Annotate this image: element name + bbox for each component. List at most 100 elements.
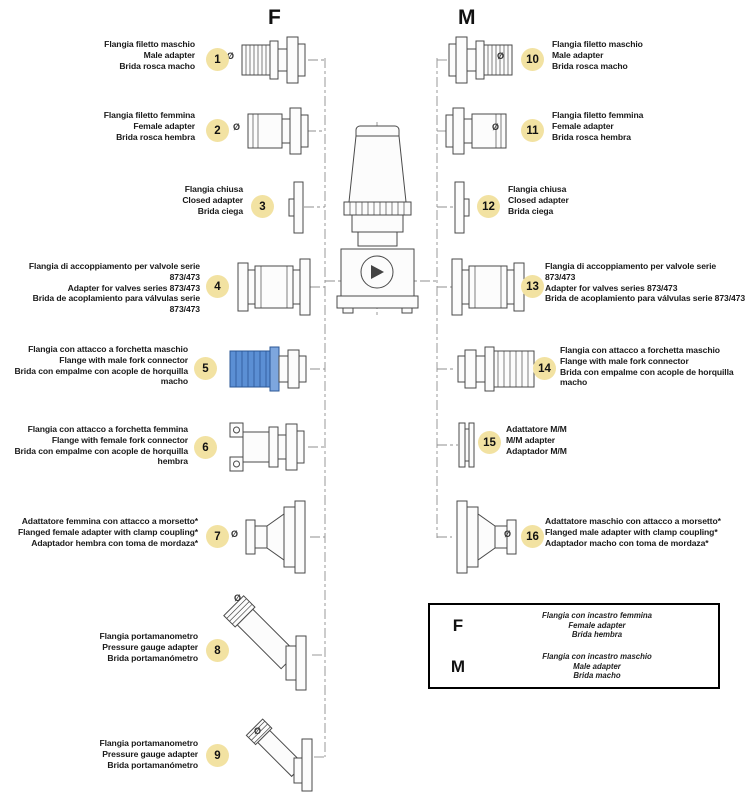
legend-m-it: Flangia con incastro maschio [542,651,652,661]
item-4-drawing-valve-coupling-flange [236,256,312,318]
desc-line-it: Flangia portamanometro [99,631,198,641]
item-8-description: Flangia portamanometro Pressure gauge ad… [85,631,198,663]
desc-line-en: Adapter for valves series 873/473 [67,282,200,293]
item-12-drawing-closed-adapter [452,180,472,235]
desc-line-it: Adattatore femmina con attacco a morsett… [21,516,198,526]
item-11-diameter-label: Ø [492,122,500,132]
item-1-diameter-label: Ø [227,51,235,61]
legend-text-f: Flangia con incastro femmina Female adap… [486,611,718,640]
desc-line-it: Adattatore maschio con attacco a morsett… [545,516,721,526]
item-13-description: Flangia di accoppiamento per valvole ser… [545,261,747,304]
item-2-description: Flangia filetto femmina Female adapter B… [30,110,195,142]
item-11-drawing-female-adapter [445,103,508,159]
desc-line-it: Flangia filetto maschio [104,39,195,49]
item-3-number-badge: 3 [251,195,274,218]
item-2-diameter-label: Ø [233,122,241,132]
item-5-number-badge: 5 [194,357,217,380]
item-7-drawing-clamp-female-adapter [244,498,312,576]
item-14-drawing-male-fork-flange [452,344,536,394]
item-9-description: Flangia portamanometro Pressure gauge ad… [85,738,198,770]
valve-drawing [330,122,425,315]
desc-line-it: Flangia filetto femmina [103,110,195,120]
legend-row-f: F Flangia con incastro femmina Female ad… [430,605,718,646]
desc-line-it: Adattatore M/M [506,424,567,434]
item-10-number-badge: 10 [521,48,544,71]
item-8-drawing-pressure-gauge-adapter [220,592,312,692]
item-8-diameter-label: Ø [234,593,242,603]
desc-line-it: Flangia di accoppiamento per valvole ser… [28,261,200,282]
legend-letter-f: F [452,615,464,635]
legend-text-m: Flangia con incastro maschio Male adapte… [486,652,718,681]
item-7-description: Adattatore femmina con attacco a morsett… [8,516,198,548]
desc-line-en: Flanged female adapter with clamp coupli… [17,526,198,537]
legend-box: F Flangia con incastro femmina Female ad… [428,603,720,689]
column-m-header: M [458,6,476,29]
desc-line-it: Flangia filetto femmina [552,110,644,120]
desc-line-en: Adapter for valves series 873/473 [545,282,678,293]
item-16-diameter-label: Ø [504,529,512,539]
item-8-number-badge: 8 [206,639,229,662]
desc-line-en: Female adapter [552,120,614,131]
item-5-description: Flangia con attacco a forchetta maschio … [0,344,188,387]
item-16-number-badge: 16 [521,525,544,548]
desc-line-it: Flangia con attacco a forchetta maschio [560,345,720,355]
desc-line-it: Flangia con attacco a forchetta maschio [28,344,188,354]
valve-logo-icon [371,265,384,279]
legend-f-it: Flangia con incastro femmina [541,610,653,620]
item-12-description: Flangia chiusa Closed adapter Brida cieg… [508,184,658,216]
desc-line-en: Male adapter [552,49,604,60]
item-10-description: Flangia filetto maschio Male adapter Bri… [552,39,722,71]
legend-f-en: Female adapter [568,620,626,630]
desc-line-es: Brida con empalme con acople de horquill… [560,366,734,388]
item-15-description: Adattatore M/M M/M adapter Adaptador M/M [506,424,656,456]
desc-line-en: Flange with female fork connector [51,434,188,445]
desc-line-en: Flange with male fork connector [59,354,188,365]
desc-line-it: Flangia di accoppiamento per valvole ser… [545,261,717,282]
item-16-drawing-clamp-male-adapter [450,498,518,576]
item-9-number-badge: 9 [206,744,229,767]
legend-f-es: Brida hembra [571,630,623,640]
desc-line-es: Brida portamanómetro [107,759,198,770]
desc-line-es: Brida rosca macho [119,60,195,71]
desc-line-es: Brida de acoplamiento para válvulas seri… [545,293,746,304]
desc-line-it: Flangia chiusa [184,184,243,194]
item-9-diameter-label: Ø [254,726,262,736]
desc-line-en: Flanged male adapter with clamp coupling… [545,526,718,537]
item-1-number-badge: 1 [206,48,229,71]
desc-line-es: Brida rosca macho [552,60,628,71]
desc-line-en: M/M adapter [506,434,556,445]
desc-line-es: Brida rosca hembra [116,131,195,142]
desc-line-en: Closed adapter [508,194,569,205]
item-6-drawing-female-fork-flange [228,418,310,476]
desc-line-es: Adaptador hembra con toma de mordaza* [31,537,198,548]
item-3-drawing-closed-adapter [286,180,306,235]
desc-line-it: Flangia chiusa [508,184,567,194]
item-2-drawing-female-adapter [246,103,309,159]
item-10-drawing-male-adapter [444,32,514,88]
legend-letter-m: M [450,656,466,676]
desc-line-es: Brida ciega [197,205,243,216]
desc-line-it: Flangia filetto maschio [552,39,643,49]
item-14-number-badge: 14 [533,357,556,380]
desc-line-it: Flangia con attacco a forchetta femmina [27,424,188,434]
desc-line-en: Male adapter [143,49,195,60]
column-f-header: F [268,6,281,29]
desc-line-es: Brida portamanómetro [107,652,198,663]
item-10-diameter-label: Ø [497,51,505,61]
legend-row-m: M Flangia con incastro maschio Male adap… [430,646,718,687]
item-2-number-badge: 2 [206,119,229,142]
desc-line-es: Brida de acoplamiento para válvulas seri… [32,293,200,315]
item-13-drawing-valve-coupling-flange [450,256,526,318]
desc-line-es: Brida con empalme con acople de horquill… [14,365,188,387]
desc-line-es: Adaptador macho con toma de mordaza* [545,537,709,548]
item-15-drawing-mm-adapter [456,420,476,470]
item-14-description: Flangia con attacco a forchetta maschio … [560,345,748,388]
item-15-number-badge: 15 [478,431,501,454]
desc-line-es: Brida rosca hembra [552,131,631,142]
legend-m-es: Brida macho [573,671,621,681]
item-5-drawing-male-fork-flange-blue [228,344,312,394]
item-4-number-badge: 4 [206,275,229,298]
item-3-description: Flangia chiusa Closed adapter Brida cieg… [100,184,243,216]
desc-line-en: Flange with male fork connector [560,355,689,366]
desc-line-es: Adaptador M/M [506,445,567,456]
